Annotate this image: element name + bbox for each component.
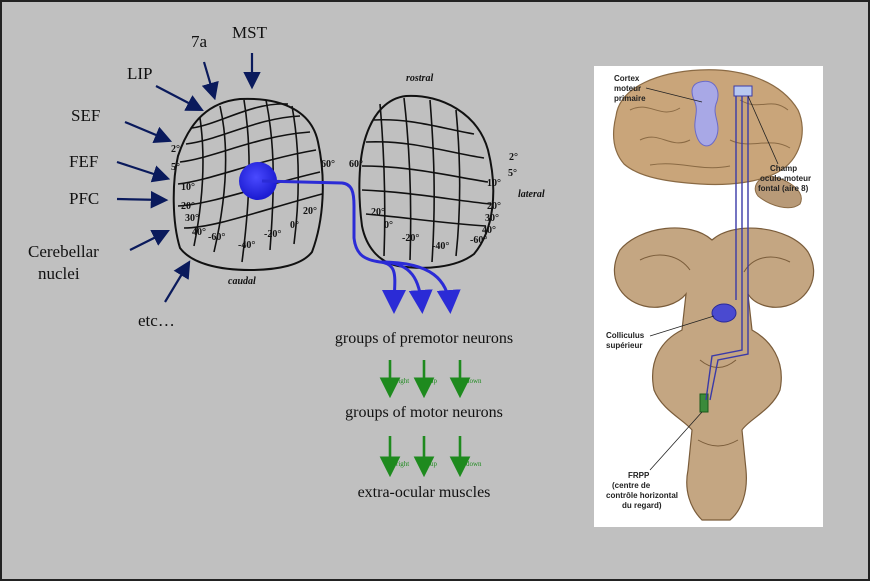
dir-down-1: down: [466, 377, 482, 385]
right-deg-label: 30°: [485, 213, 499, 224]
cortex-label: primaire: [614, 94, 646, 103]
colliculus-highlight: [712, 304, 736, 322]
source-lip: LIP: [127, 64, 153, 83]
colliculus-label: supérieur: [606, 341, 642, 350]
frontal-eye-field-highlight: [734, 86, 752, 96]
source-arrows: [117, 53, 252, 302]
arrow-fef: [117, 162, 166, 178]
right-deg-label: 10°: [487, 178, 501, 189]
arrow-path-up: [380, 262, 422, 308]
champ-label: fontal (aire 8): [758, 184, 809, 193]
brain-illustration: Cortex moteur primaire Champ oculo-moteu…: [594, 66, 823, 527]
source-pfc: PFC: [69, 189, 99, 208]
left-deg-label: -20°: [264, 229, 281, 240]
source-cerebellar: Cerebellar: [28, 242, 99, 261]
colliculus-map-left: 2° 5° 10° 20° 30° 40° -60° -40° -20° 0° …: [171, 99, 335, 287]
frpp-label: du regard): [622, 501, 662, 510]
right-deg-label: 20°: [487, 201, 501, 212]
cortex-label: Cortex: [614, 74, 640, 83]
left-deg-label: 5°: [171, 162, 180, 173]
right-deg-label: 20°: [371, 207, 385, 218]
left-deg-label: -60°: [208, 232, 225, 243]
arrow-path-right: [262, 181, 395, 308]
dir-down-2: down: [466, 460, 482, 468]
right-deg-label: 5°: [508, 168, 517, 179]
right-deg-label: -60°: [470, 235, 487, 246]
frpp-label: contrôle horizontal: [606, 491, 678, 500]
source-sef: SEF: [71, 106, 100, 125]
right-deg-label: 60°: [349, 159, 363, 170]
left-deg-label: -40°: [238, 240, 255, 251]
frpp-label: FRPP: [628, 471, 650, 480]
left-deg-label: 20°: [303, 206, 317, 217]
colliculus-label: Colliculus: [606, 331, 645, 340]
arrow-path-down: [380, 262, 450, 308]
dir-right-2: right: [396, 460, 409, 468]
motor-label: groups of motor neurons: [345, 404, 503, 421]
premotor-label: groups of premotor neurons: [335, 330, 513, 347]
left-deg-label: 10°: [181, 182, 195, 193]
right-deg-label: -40°: [432, 241, 449, 252]
output-path: [262, 181, 450, 308]
dir-up-2: up: [430, 460, 438, 468]
arrow-7a: [204, 62, 214, 96]
dir-right-1: right: [396, 377, 409, 385]
muscles-label: extra-ocular muscles: [358, 484, 491, 501]
arrow-sef: [125, 122, 168, 140]
left-deg-label: 30°: [185, 213, 199, 224]
source-fef: FEF: [69, 152, 98, 171]
dir-up-1: up: [430, 377, 438, 385]
colliculus-map-right: 60° 2° 5° 10° 20° 20° 30° 0° -20° -40° 4…: [349, 73, 545, 268]
arrow-lip: [156, 86, 200, 109]
source-mst: MST: [232, 23, 268, 42]
right-deg-label: -20°: [402, 233, 419, 244]
arrow-pfc: [117, 199, 164, 200]
right-deg-label: 2°: [509, 152, 518, 163]
left-deg-label: 0°: [290, 220, 299, 231]
source-7a: 7a: [191, 32, 208, 51]
left-deg-label: 20°: [181, 201, 195, 212]
frpp-label: (centre de: [612, 481, 651, 490]
champ-label: Champ: [770, 164, 797, 173]
arrow-cerebellar: [130, 232, 166, 250]
caudal-label: caudal: [228, 276, 256, 287]
right-deg-label: 0°: [384, 220, 393, 231]
lateral-label: lateral: [518, 189, 545, 200]
left-deg-label: 40°: [192, 227, 206, 238]
arrow-etc: [165, 264, 188, 302]
rostral-label: rostral: [406, 73, 433, 84]
left-deg-label: 2°: [171, 144, 180, 155]
champ-label: oculo-moteur: [760, 174, 811, 183]
left-deg-label: 60°: [321, 159, 335, 170]
source-nuclei: nuclei: [38, 264, 80, 283]
cortex-label: moteur: [614, 84, 641, 93]
source-etc: etc…: [138, 311, 175, 330]
